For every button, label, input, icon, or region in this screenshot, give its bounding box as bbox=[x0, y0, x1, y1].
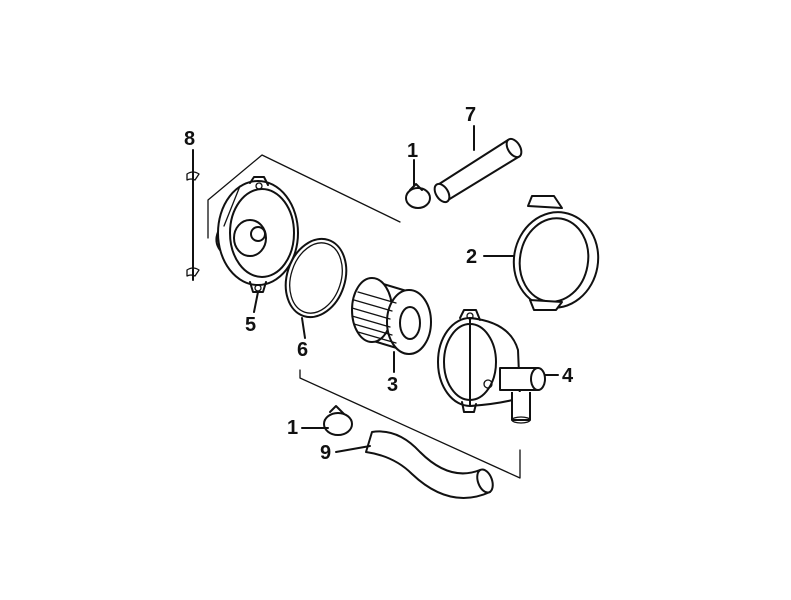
callout-8: 8 bbox=[184, 128, 195, 150]
assembly-bracket-top bbox=[207, 154, 401, 239]
callout-5: 5 bbox=[245, 314, 256, 336]
cable-tie-part bbox=[186, 149, 200, 281]
o-ring-part bbox=[284, 237, 348, 319]
filter-element-part bbox=[351, 277, 432, 355]
leader-lines bbox=[192, 125, 559, 453]
callout-7: 7 bbox=[465, 104, 476, 126]
assembly-bracket-bottom bbox=[299, 369, 521, 479]
callout-6: 6 bbox=[297, 339, 308, 361]
curved-hose-part bbox=[365, 430, 494, 499]
callout-1-bottom: 1 bbox=[287, 417, 298, 439]
straight-hose-part bbox=[433, 137, 523, 204]
callout-4: 4 bbox=[562, 365, 574, 387]
callout-1-top: 1 bbox=[407, 140, 418, 162]
filter-housing-part bbox=[437, 309, 546, 424]
band-clamp-part bbox=[512, 195, 600, 311]
housing-cover-part bbox=[215, 176, 299, 293]
callout-9: 9 bbox=[320, 442, 331, 464]
callout-2: 2 bbox=[466, 246, 477, 268]
callout-3: 3 bbox=[387, 374, 398, 396]
callout-labels: 8 1 7 2 5 6 3 4 1 9 bbox=[184, 104, 574, 464]
clamp-bottom-part bbox=[323, 405, 353, 436]
clamp-top-part bbox=[405, 183, 431, 209]
